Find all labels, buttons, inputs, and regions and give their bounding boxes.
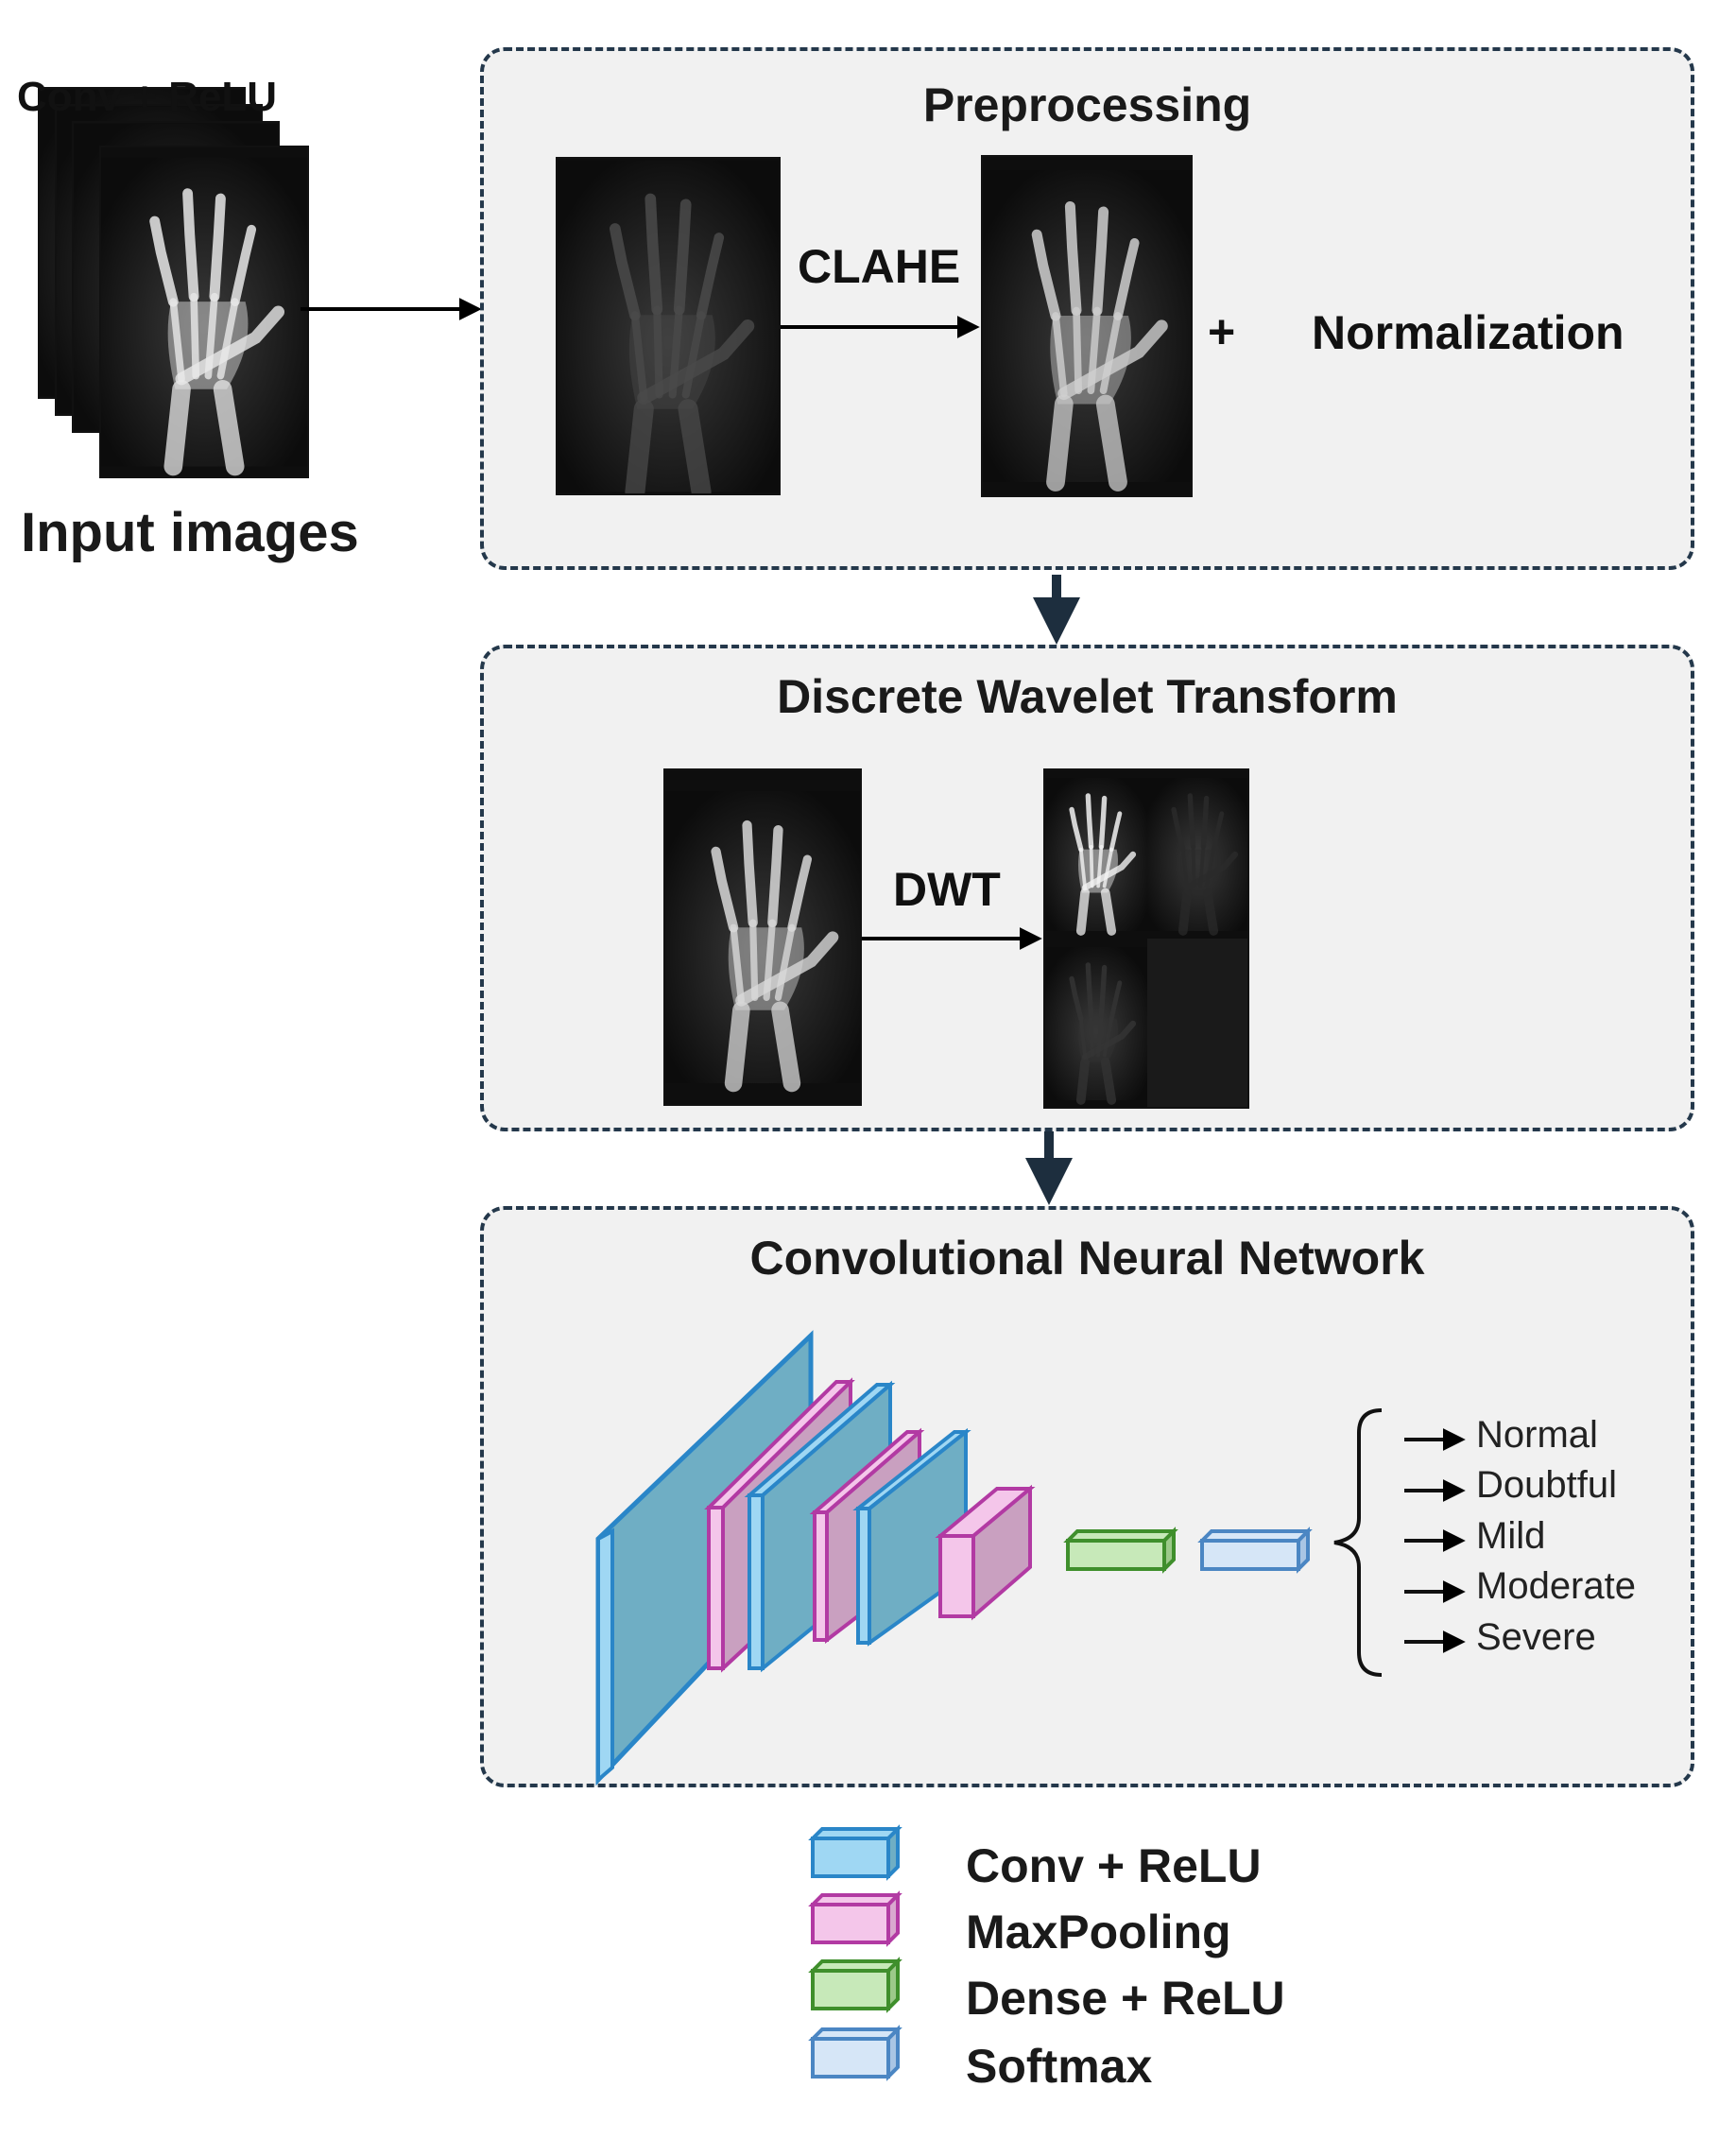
plus-sign: +: [1208, 305, 1236, 358]
cnn-title: Convolutional Neural Network: [749, 1232, 1425, 1285]
legend-swatch-softmax: [808, 2025, 902, 2081]
legend-swatch-conv: [808, 1824, 902, 1881]
dwt-input-image: [663, 768, 862, 1106]
normalization-label: Normalization: [1312, 306, 1624, 359]
preprocessing-title: Preprocessing: [922, 78, 1252, 131]
dwt-lh-subband: [1147, 770, 1247, 939]
input-images-caption: Input images: [21, 502, 359, 563]
legend-label-maxpool: MaxPooling: [966, 1906, 1231, 1958]
legend-label-conv: Conv + ReLU: [966, 1839, 1262, 1892]
dwt-hl-subband: [1045, 939, 1147, 1107]
class-label-normal: Normal: [1476, 1414, 1598, 1456]
dwt-ll-subband: [1045, 770, 1147, 939]
dwt-hh-subband: [1147, 939, 1247, 1107]
original-xray-image: [556, 157, 781, 495]
legend-label-dense: Dense + ReLU: [966, 1972, 1285, 2025]
class-label-mild: Mild: [1476, 1515, 1546, 1557]
legend-label-softmax: Softmax: [966, 2040, 1153, 2093]
clahe-label: CLAHE: [798, 240, 961, 293]
input-image-stack: [38, 87, 312, 484]
class-label-severe: Severe: [1476, 1616, 1596, 1658]
legend-swatch-maxpool: [808, 1890, 902, 1947]
class-label-moderate: Moderate: [1476, 1565, 1636, 1607]
clahe-xray-image: [981, 155, 1193, 497]
class-label-doubtful: Doubtful: [1476, 1464, 1617, 1506]
input-overlay-text: Conv + ReLU: [17, 74, 278, 120]
dwt-label: DWT: [893, 863, 1001, 916]
dwt-title: Discrete Wavelet Transform: [777, 670, 1398, 723]
legend-swatch-dense: [808, 1957, 902, 2013]
dwt-output-image: [1043, 768, 1249, 1109]
input-image-front: [99, 146, 309, 478]
